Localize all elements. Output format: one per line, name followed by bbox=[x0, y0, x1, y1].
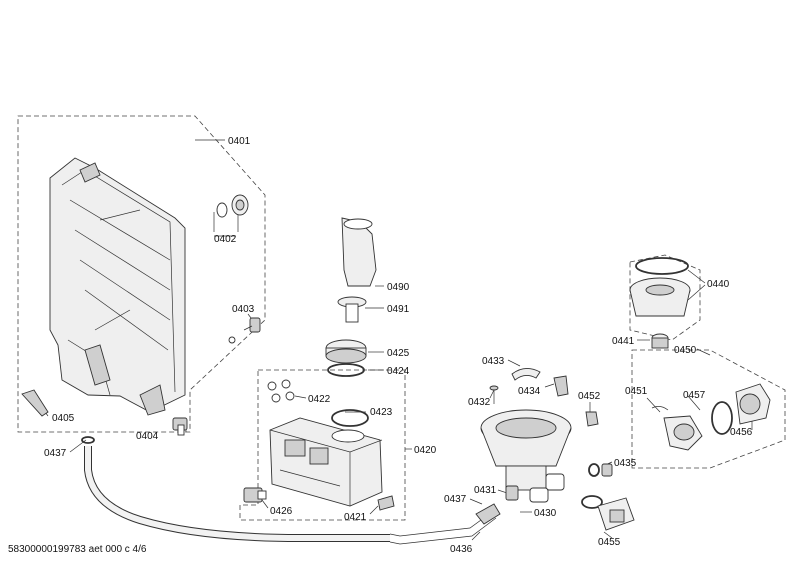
label-0424: 0424 bbox=[387, 366, 410, 377]
label-0455: 0455 bbox=[598, 537, 621, 548]
label-0440: 0440 bbox=[707, 279, 730, 290]
clip-part-0405 bbox=[21, 389, 49, 417]
clip-part-0434 bbox=[553, 375, 569, 397]
label-0456: 0456 bbox=[730, 427, 753, 438]
label-0423: 0423 bbox=[370, 407, 393, 418]
label-0433: 0433 bbox=[482, 356, 505, 367]
clip-part-0452 bbox=[585, 411, 599, 427]
label-0450: 0450 bbox=[674, 345, 697, 356]
label-0405: 0405 bbox=[52, 413, 75, 424]
grommet-part-0402 bbox=[216, 194, 249, 218]
label-0403: 0403 bbox=[232, 304, 255, 315]
group-outline-0450 bbox=[631, 349, 786, 469]
label-0452: 0452 bbox=[578, 391, 601, 402]
screw-part-0432 bbox=[489, 385, 499, 404]
leader-lines bbox=[31, 139, 753, 541]
cap-part-0491 bbox=[337, 296, 367, 323]
document-code: 58300000199783 aet 000 c 4/6 bbox=[8, 544, 147, 555]
circulation-pump-part-0450 bbox=[651, 383, 771, 451]
float-switch-part-0404 bbox=[172, 417, 188, 436]
valve-part-0426 bbox=[243, 487, 267, 503]
label-0457: 0457 bbox=[683, 390, 706, 401]
label-0437-left: 0437 bbox=[44, 448, 67, 459]
drain-pump-part-0455 bbox=[581, 495, 635, 531]
label-0437-right: 0437 bbox=[444, 494, 467, 505]
heater-part-0440 bbox=[629, 257, 691, 317]
drain-hose-part bbox=[81, 436, 501, 545]
label-0451: 0451 bbox=[625, 386, 648, 397]
water-softener-part-0420 bbox=[269, 417, 383, 507]
clip-part-0421 bbox=[377, 495, 395, 511]
label-0436: 0436 bbox=[450, 544, 473, 555]
group-outline-0401 bbox=[17, 115, 266, 433]
funnel-part-0490 bbox=[341, 217, 377, 287]
sensor-part-0403 bbox=[228, 317, 261, 344]
seal-ring-part-0424 bbox=[327, 363, 365, 377]
seal-set-part-0422 bbox=[267, 379, 295, 403]
seal-ring-part-0423 bbox=[331, 409, 369, 427]
label-0432: 0432 bbox=[468, 397, 491, 408]
label-0430: 0430 bbox=[534, 508, 557, 519]
label-0431: 0431 bbox=[474, 485, 497, 496]
label-0404: 0404 bbox=[136, 431, 159, 442]
label-0491: 0491 bbox=[387, 304, 410, 315]
filter-part-0433 bbox=[511, 368, 541, 381]
label-0425: 0425 bbox=[387, 348, 410, 359]
seal-part-0441 bbox=[651, 333, 669, 349]
base-frame-part bbox=[49, 157, 186, 416]
label-0435: 0435 bbox=[614, 458, 637, 469]
connector-part-0431 bbox=[505, 485, 519, 501]
part-labels: 0401 0402 0403 0404 0405 0437 0490 0491 … bbox=[44, 136, 753, 555]
label-0490: 0490 bbox=[387, 282, 410, 293]
label-0422: 0422 bbox=[308, 394, 331, 405]
seal-part-0435 bbox=[588, 463, 613, 477]
salt-cap-part-0425 bbox=[325, 339, 367, 364]
label-0421: 0421 bbox=[344, 512, 367, 523]
label-0441: 0441 bbox=[612, 336, 635, 347]
label-0420: 0420 bbox=[414, 445, 437, 456]
label-0426: 0426 bbox=[270, 506, 293, 517]
label-0434: 0434 bbox=[518, 386, 541, 397]
label-0402: 0402 bbox=[214, 234, 237, 245]
sump-part-0430 bbox=[480, 409, 572, 503]
group-outline-0420 bbox=[239, 369, 406, 521]
label-0401: 0401 bbox=[228, 136, 251, 147]
group-outline-0440 bbox=[629, 254, 701, 341]
